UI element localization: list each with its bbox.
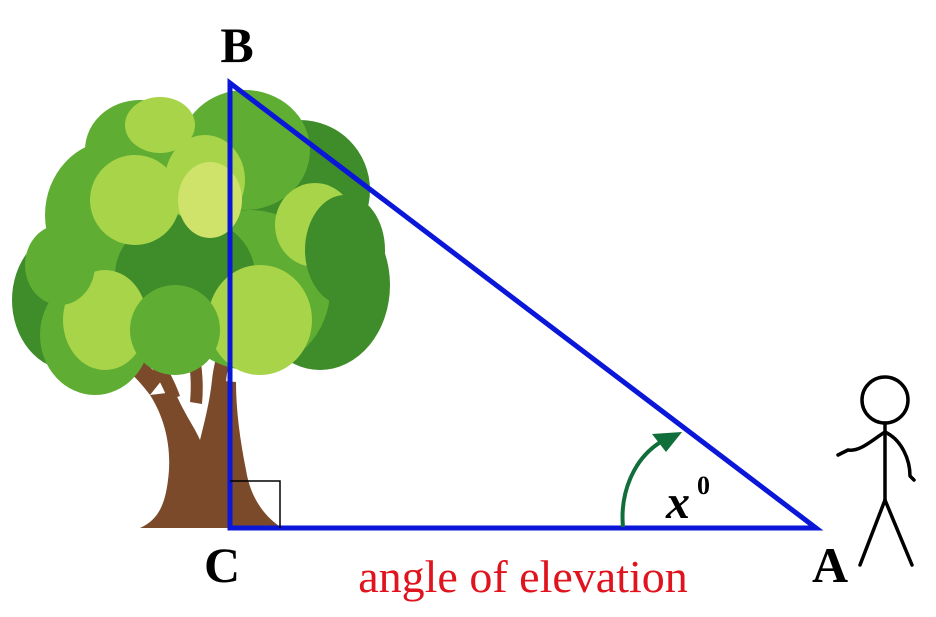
- tree-illustration: [12, 90, 390, 528]
- right-angle-marker: [230, 480, 281, 528]
- angle-label-x: x: [665, 476, 690, 529]
- vertex-label-b: B: [220, 17, 253, 73]
- triangle-abc: [227, 77, 824, 531]
- vertex-label-c: C: [204, 537, 240, 593]
- vertex-label-a: A: [812, 537, 848, 593]
- tree-foliage: [12, 90, 390, 395]
- angle-label-superscript: 0: [697, 471, 710, 500]
- curved-arrow: [620, 432, 682, 528]
- stick-figure-person: [836, 375, 916, 567]
- caption-angle-of-elevation: angle of elevation: [358, 551, 688, 602]
